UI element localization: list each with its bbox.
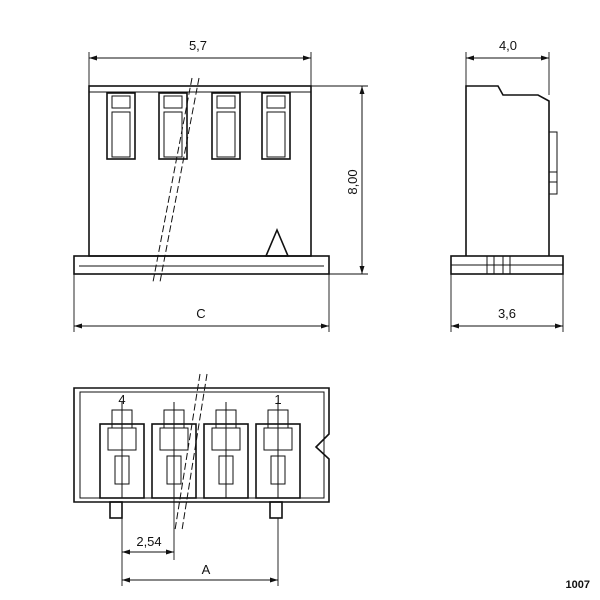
dim-span: A bbox=[202, 562, 211, 577]
drawing-reference: 1007 bbox=[566, 579, 590, 591]
dim-pitch: 2,54 bbox=[136, 534, 161, 549]
pin-number-4: 4 bbox=[118, 392, 125, 407]
latch-triangle bbox=[264, 227, 290, 257]
pin-number-1: 1 bbox=[274, 392, 281, 407]
front-view: 5,7 8,00 C bbox=[73, 38, 368, 332]
pin-cells bbox=[99, 402, 301, 499]
bottom-view: 4 1 2,54 A bbox=[73, 373, 330, 586]
side-view: 4,0 3,6 bbox=[450, 38, 564, 332]
side-body bbox=[465, 85, 550, 256]
contact-slots bbox=[106, 92, 291, 160]
dim-base-width: C bbox=[196, 306, 205, 321]
dim-top-width: 5,7 bbox=[189, 38, 207, 53]
dim-side-width: 4,0 bbox=[499, 38, 517, 53]
dim-height: 8,00 bbox=[345, 169, 360, 194]
dim-side-base: 3,6 bbox=[498, 306, 516, 321]
bottom-body bbox=[73, 387, 330, 503]
front-base bbox=[73, 255, 330, 275]
